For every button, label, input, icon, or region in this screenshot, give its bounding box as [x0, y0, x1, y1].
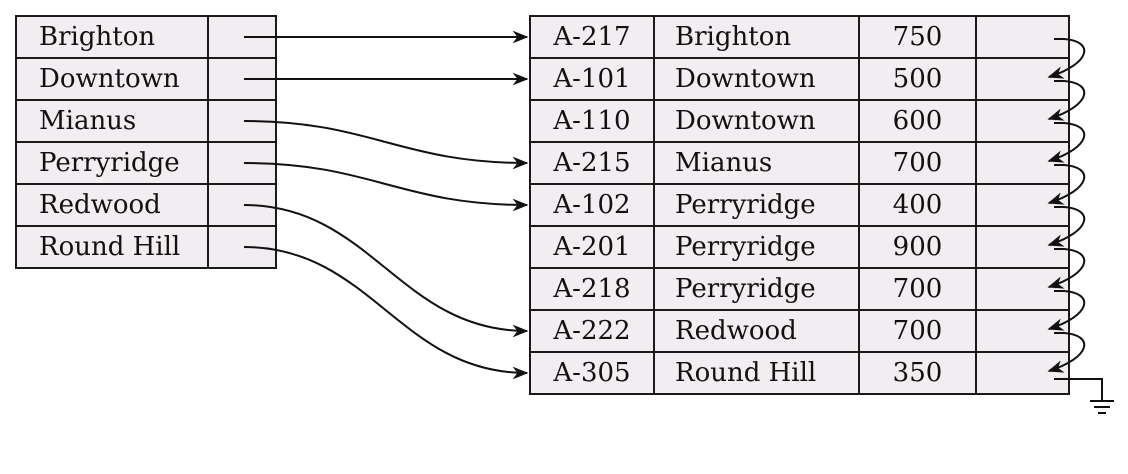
- balance: 400: [858, 183, 977, 227]
- account-number: A-110: [529, 99, 655, 143]
- index-key: Downtown: [15, 57, 209, 101]
- balance: 700: [858, 141, 977, 185]
- balance: 350: [858, 351, 977, 395]
- account-number: A-222: [529, 309, 655, 353]
- balance: 600: [858, 99, 977, 143]
- index-row: Brighton: [15, 15, 277, 59]
- index-pointer-arrow: [243, 204, 529, 338]
- balance: 500: [858, 57, 977, 101]
- account-number: A-101: [529, 57, 655, 101]
- next-pointer-cell: [975, 99, 1070, 143]
- next-pointer-cell: [975, 267, 1070, 311]
- record-table: A-217 Brighton 750 A-101 Downtown 500 A-…: [529, 15, 1070, 395]
- index-pointer-cell: [207, 99, 277, 143]
- next-pointer-cell: [975, 351, 1070, 395]
- account-number: A-218: [529, 267, 655, 311]
- branch-name: Downtown: [653, 57, 860, 101]
- record-row: A-101 Downtown 500: [529, 57, 1070, 101]
- next-pointer-cell: [975, 225, 1070, 269]
- record-row: A-217 Brighton 750: [529, 15, 1070, 59]
- index-row: Mianus: [15, 99, 277, 143]
- next-pointer-cell: [975, 141, 1070, 185]
- index-pointer-cell: [207, 57, 277, 101]
- index-key: Brighton: [15, 15, 209, 59]
- record-row: A-102 Perryridge 400: [529, 183, 1070, 227]
- record-row: A-215 Mianus 700: [529, 141, 1070, 185]
- index-pointer-arrow: [243, 120, 529, 170]
- index-row: Downtown: [15, 57, 277, 101]
- account-number: A-102: [529, 183, 655, 227]
- record-row: A-110 Downtown 600: [529, 99, 1070, 143]
- index-key: Redwood: [15, 183, 209, 227]
- branch-name: Downtown: [653, 99, 860, 143]
- record-row: A-218 Perryridge 700: [529, 267, 1070, 311]
- next-pointer-cell: [975, 309, 1070, 353]
- record-row: A-222 Redwood 700: [529, 309, 1070, 353]
- branch-name: Perryridge: [653, 225, 860, 269]
- account-number: A-217: [529, 15, 655, 59]
- index-pointer-cell: [207, 183, 277, 227]
- balance: 700: [858, 267, 977, 311]
- branch-name: Redwood: [653, 309, 860, 353]
- account-number: A-201: [529, 225, 655, 269]
- index-pointer-arrow: [243, 246, 529, 380]
- index-table: Brighton Downtown Mianus Perryridge Redw…: [15, 15, 277, 269]
- index-key: Mianus: [15, 99, 209, 143]
- index-row: Perryridge: [15, 141, 277, 185]
- next-pointer-cell: [975, 15, 1070, 59]
- branch-name: Perryridge: [653, 183, 860, 227]
- index-pointer-cell: [207, 15, 277, 59]
- branch-name: Mianus: [653, 141, 860, 185]
- index-row: Redwood: [15, 183, 277, 227]
- index-key: Round Hill: [15, 225, 209, 269]
- branch-name: Brighton: [653, 15, 860, 59]
- balance: 700: [858, 309, 977, 353]
- branch-name: Round Hill: [653, 351, 860, 395]
- index-pointer-arrow: [243, 162, 529, 212]
- index-row: Round Hill: [15, 225, 277, 269]
- next-pointer-cell: [975, 57, 1070, 101]
- index-pointer-cell: [207, 225, 277, 269]
- record-row: A-305 Round Hill 350: [529, 351, 1070, 395]
- next-pointer-cell: [975, 183, 1070, 227]
- branch-name: Perryridge: [653, 267, 860, 311]
- balance: 750: [858, 15, 977, 59]
- record-row: A-201 Perryridge 900: [529, 225, 1070, 269]
- index-key: Perryridge: [15, 141, 209, 185]
- account-number: A-305: [529, 351, 655, 395]
- account-number: A-215: [529, 141, 655, 185]
- index-pointer-cell: [207, 141, 277, 185]
- balance: 900: [858, 225, 977, 269]
